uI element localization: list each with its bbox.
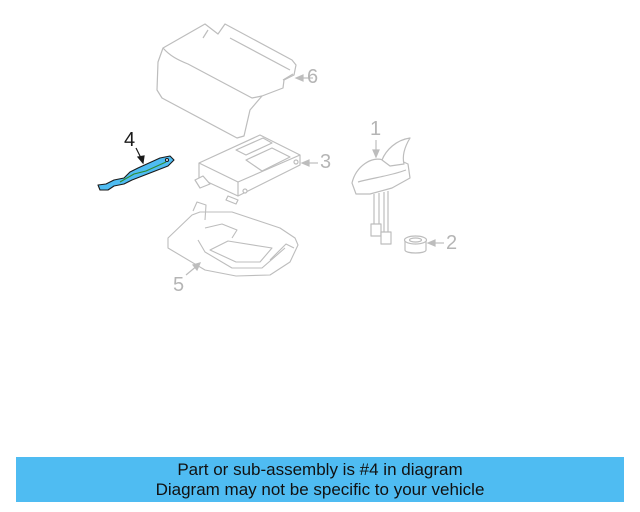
leader-1 — [372, 140, 380, 159]
part-4-harness-bracket[interactable] — [97, 155, 175, 191]
part-6-cover[interactable] — [156, 23, 297, 139]
parts-diagram — [97, 23, 444, 277]
part-1-antenna[interactable] — [351, 137, 411, 245]
callout-1: 1 — [370, 118, 382, 140]
callout-3: 3 — [320, 151, 332, 173]
leader-5 — [185, 262, 202, 276]
part-2-grommet[interactable] — [403, 235, 428, 254]
callout-5: 5 — [173, 274, 185, 296]
leader-4 — [135, 147, 145, 165]
part-5-bracket[interactable] — [167, 201, 299, 277]
banner-line-part-number: Part or sub-assembly is #4 in diagram — [177, 460, 463, 479]
info-banner: Part or sub-assembly is #4 in diagram Di… — [16, 457, 624, 502]
part-3-module[interactable] — [194, 134, 301, 205]
callout-2: 2 — [446, 232, 458, 254]
callout-6: 6 — [307, 66, 319, 88]
callout-4: 4 — [124, 129, 136, 151]
leader-3 — [300, 159, 318, 167]
banner-line-disclaimer: Diagram may not be specific to your vehi… — [155, 480, 485, 499]
leader-6 — [294, 74, 313, 82]
leader-2 — [426, 239, 444, 247]
